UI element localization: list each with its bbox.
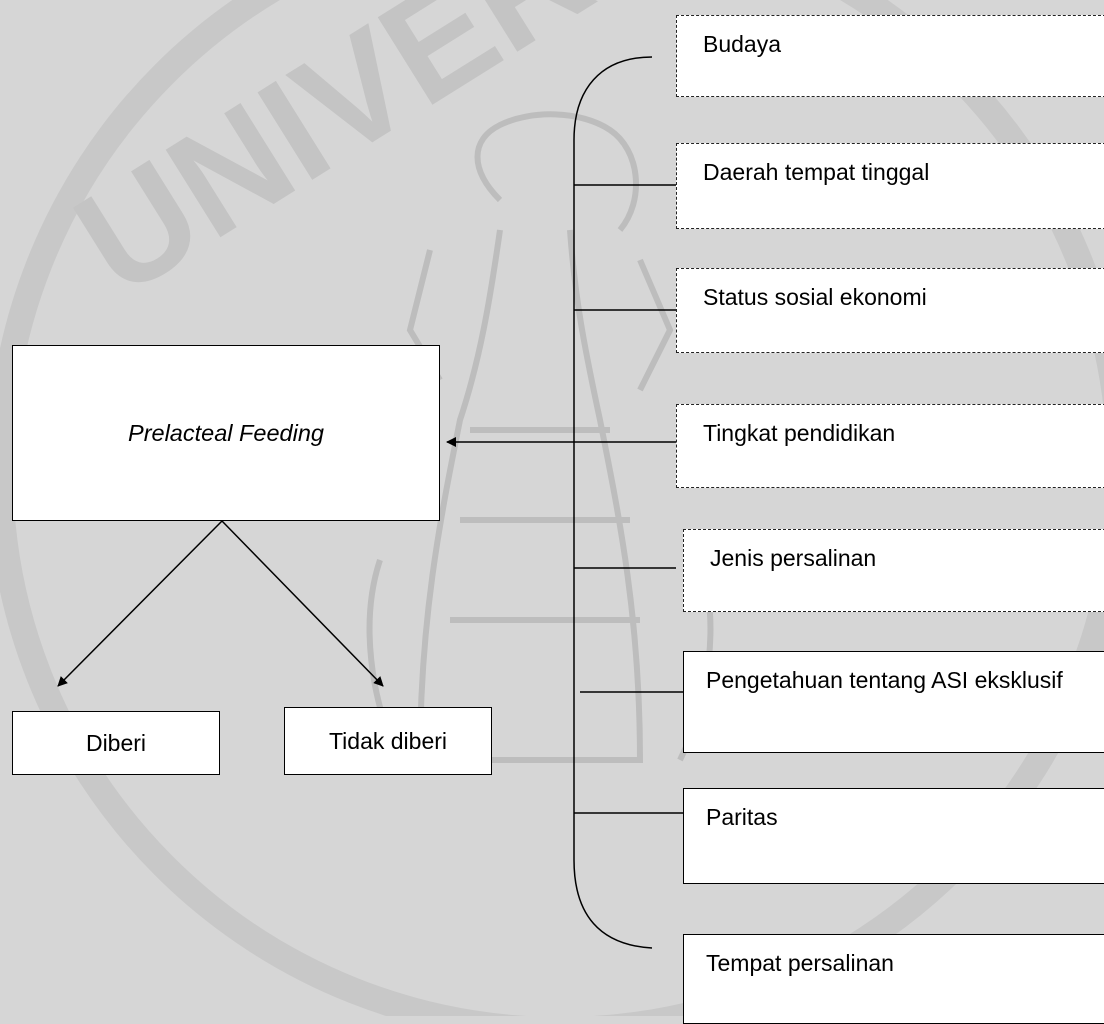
outcome-tidak-diberi-box: Tidak diberi (284, 707, 492, 775)
factor-budaya-box: Budaya (676, 15, 1104, 97)
factor-tempat-persalinan-box: Tempat persalinan (683, 934, 1104, 1024)
arrow-tidak-diberi (221, 520, 384, 687)
factor-paritas-box: Paritas (683, 788, 1104, 884)
factor-budaya-label: Budaya (703, 31, 782, 57)
prelacteal-feeding-box: Prelacteal Feeding (12, 345, 440, 521)
factor-tempat-persalinan-label: Tempat persalinan (706, 950, 894, 976)
factor-paritas-label: Paritas (706, 804, 778, 830)
factor-jenis-persalinan-label: Jenis persalinan (710, 545, 877, 571)
factor-daerah-box: Daerah tempat tinggal (676, 143, 1104, 229)
outcome-diberi-box: Diberi (12, 711, 220, 775)
factor-pendidikan-label: Tingkat pendidikan (703, 420, 896, 446)
factor-status-label: Status sosial ekonomi (703, 284, 927, 310)
factor-pengetahuan-box: Pengetahuan tentang ASI eksklusif (683, 651, 1104, 753)
factor-daerah-label: Daerah tempat tinggal (703, 159, 930, 185)
outcome-tidak-diberi-label: Tidak diberi (328, 728, 448, 754)
prelacteal-feeding-label: Prelacteal Feeding (128, 420, 324, 446)
outcome-diberi-label: Diberi (85, 730, 147, 756)
factor-pengetahuan-label: Pengetahuan tentang ASI eksklusif (706, 667, 1063, 693)
factor-jenis-persalinan-box: Jenis persalinan (683, 529, 1104, 612)
factor-pendidikan-box: Tingkat pendidikan (676, 404, 1104, 488)
bracket-line (573, 56, 653, 949)
arrow-diberi (57, 520, 223, 687)
factor-status-box: Status sosial ekonomi (676, 268, 1104, 353)
